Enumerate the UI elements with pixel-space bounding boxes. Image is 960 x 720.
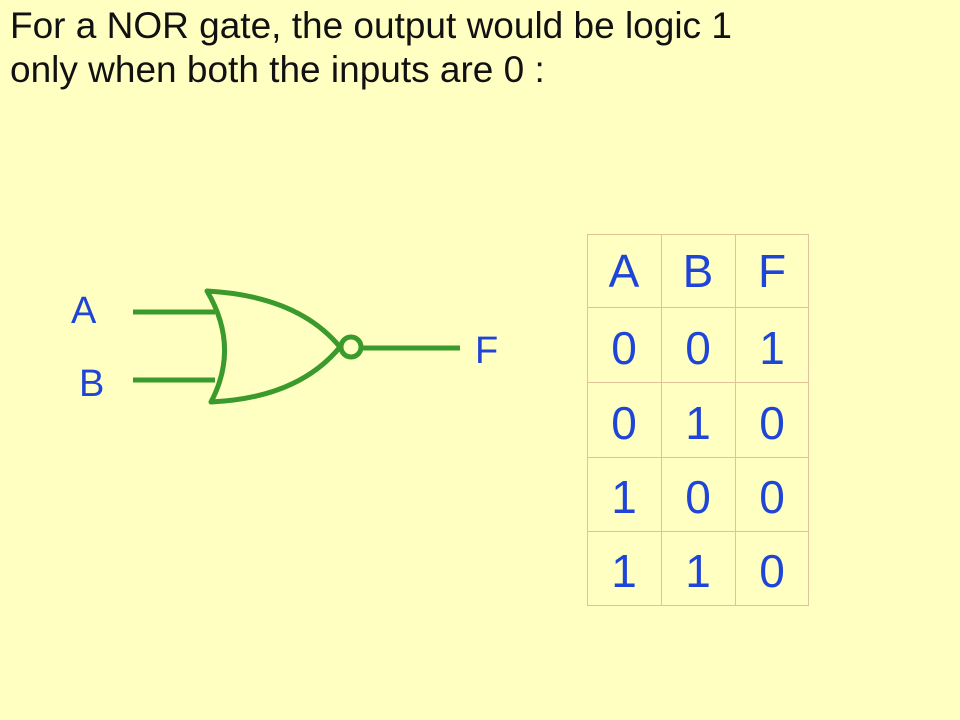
nor-gate-body — [204, 288, 343, 405]
input-a-label: A — [71, 290, 97, 332]
table-cell-r4-f: 0 — [759, 545, 785, 597]
heading-line-1: For a NOR gate, the output would be logi… — [10, 5, 732, 46]
header-b: B — [682, 245, 714, 297]
header-f: F — [757, 245, 787, 297]
input-b-label: B — [79, 363, 105, 405]
table-cell-r2-f: 0 — [759, 397, 785, 449]
header-a: A — [608, 245, 640, 297]
table-cell-r1-f: 1 — [759, 322, 785, 374]
truth-table: A B F 0 0 1 0 1 0 1 0 0 1 1 0 — [587, 234, 809, 606]
table-grid-line — [808, 234, 809, 606]
table-grid-line — [587, 234, 809, 235]
table-cell-r2-b: 1 — [685, 397, 711, 449]
table-grid-line — [587, 234, 588, 606]
table-cell-r3-b: 0 — [685, 471, 711, 523]
table-grid-line — [587, 382, 809, 383]
table-cell-r3-f: 0 — [759, 471, 785, 523]
heading-line-2: only when both the inputs are 0 : — [10, 49, 545, 90]
table-grid-line — [587, 457, 809, 458]
table-cell-r2-a: 0 — [611, 397, 637, 449]
table-grid-line — [587, 307, 809, 308]
table-cell-r4-a: 1 — [611, 545, 637, 597]
inversion-bubble — [338, 334, 364, 360]
table-cell-r4-b: 1 — [685, 545, 711, 597]
table-grid-line — [587, 531, 809, 532]
table-cell-r1-b: 0 — [685, 322, 711, 374]
slide-heading: For a NOR gate, the output would be logi… — [10, 4, 955, 92]
output-f-label: F — [475, 330, 499, 372]
table-grid-line — [735, 234, 736, 606]
table-grid-line — [587, 605, 809, 606]
table-cell-r3-a: 1 — [611, 471, 637, 523]
table-cell-r1-a: 0 — [611, 322, 637, 374]
table-grid-line — [661, 234, 662, 606]
